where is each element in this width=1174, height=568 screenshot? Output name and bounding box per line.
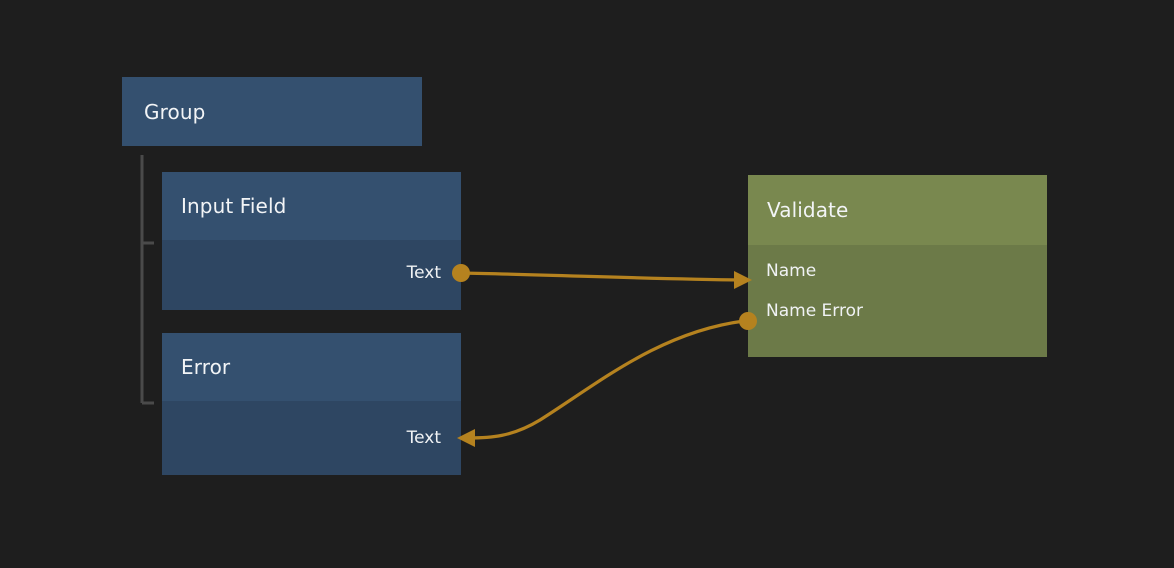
node-validate-title: Validate [767, 198, 849, 222]
node-input-field-title: Input Field [181, 194, 287, 218]
node-input-field[interactable]: Input Field Text [162, 172, 461, 310]
node-error-body: Text [162, 401, 461, 475]
node-error-title: Error [181, 355, 231, 379]
node-group-title: Group [144, 99, 206, 124]
node-input-field-header[interactable]: Input Field [162, 172, 461, 240]
port-label-name-error: Name Error [766, 300, 863, 321]
port-label-text: Text [406, 262, 441, 283]
node-error-header[interactable]: Error [162, 333, 461, 401]
port-input-field-text-out[interactable]: Text [407, 263, 441, 283]
group-bracket [140, 155, 154, 405]
edge-text-to-name[interactable] [452, 264, 752, 289]
node-validate[interactable]: Validate Name Name Error [748, 175, 1047, 357]
node-group-header[interactable]: Group [122, 77, 422, 146]
port-validate-name-error-out[interactable]: Name Error [766, 301, 863, 321]
port-error-text-in[interactable]: Text [407, 428, 441, 448]
edge-nameerror-to-text[interactable] [457, 312, 757, 447]
node-validate-body: Name Name Error [748, 245, 1047, 357]
node-error[interactable]: Error Text [162, 333, 461, 475]
node-group[interactable]: Group [122, 77, 422, 146]
port-label-text: Text [406, 427, 441, 448]
node-validate-header[interactable]: Validate [748, 175, 1047, 245]
node-input-field-body: Text [162, 240, 461, 310]
port-validate-name-in[interactable]: Name [766, 261, 816, 281]
port-label-name: Name [766, 260, 817, 281]
